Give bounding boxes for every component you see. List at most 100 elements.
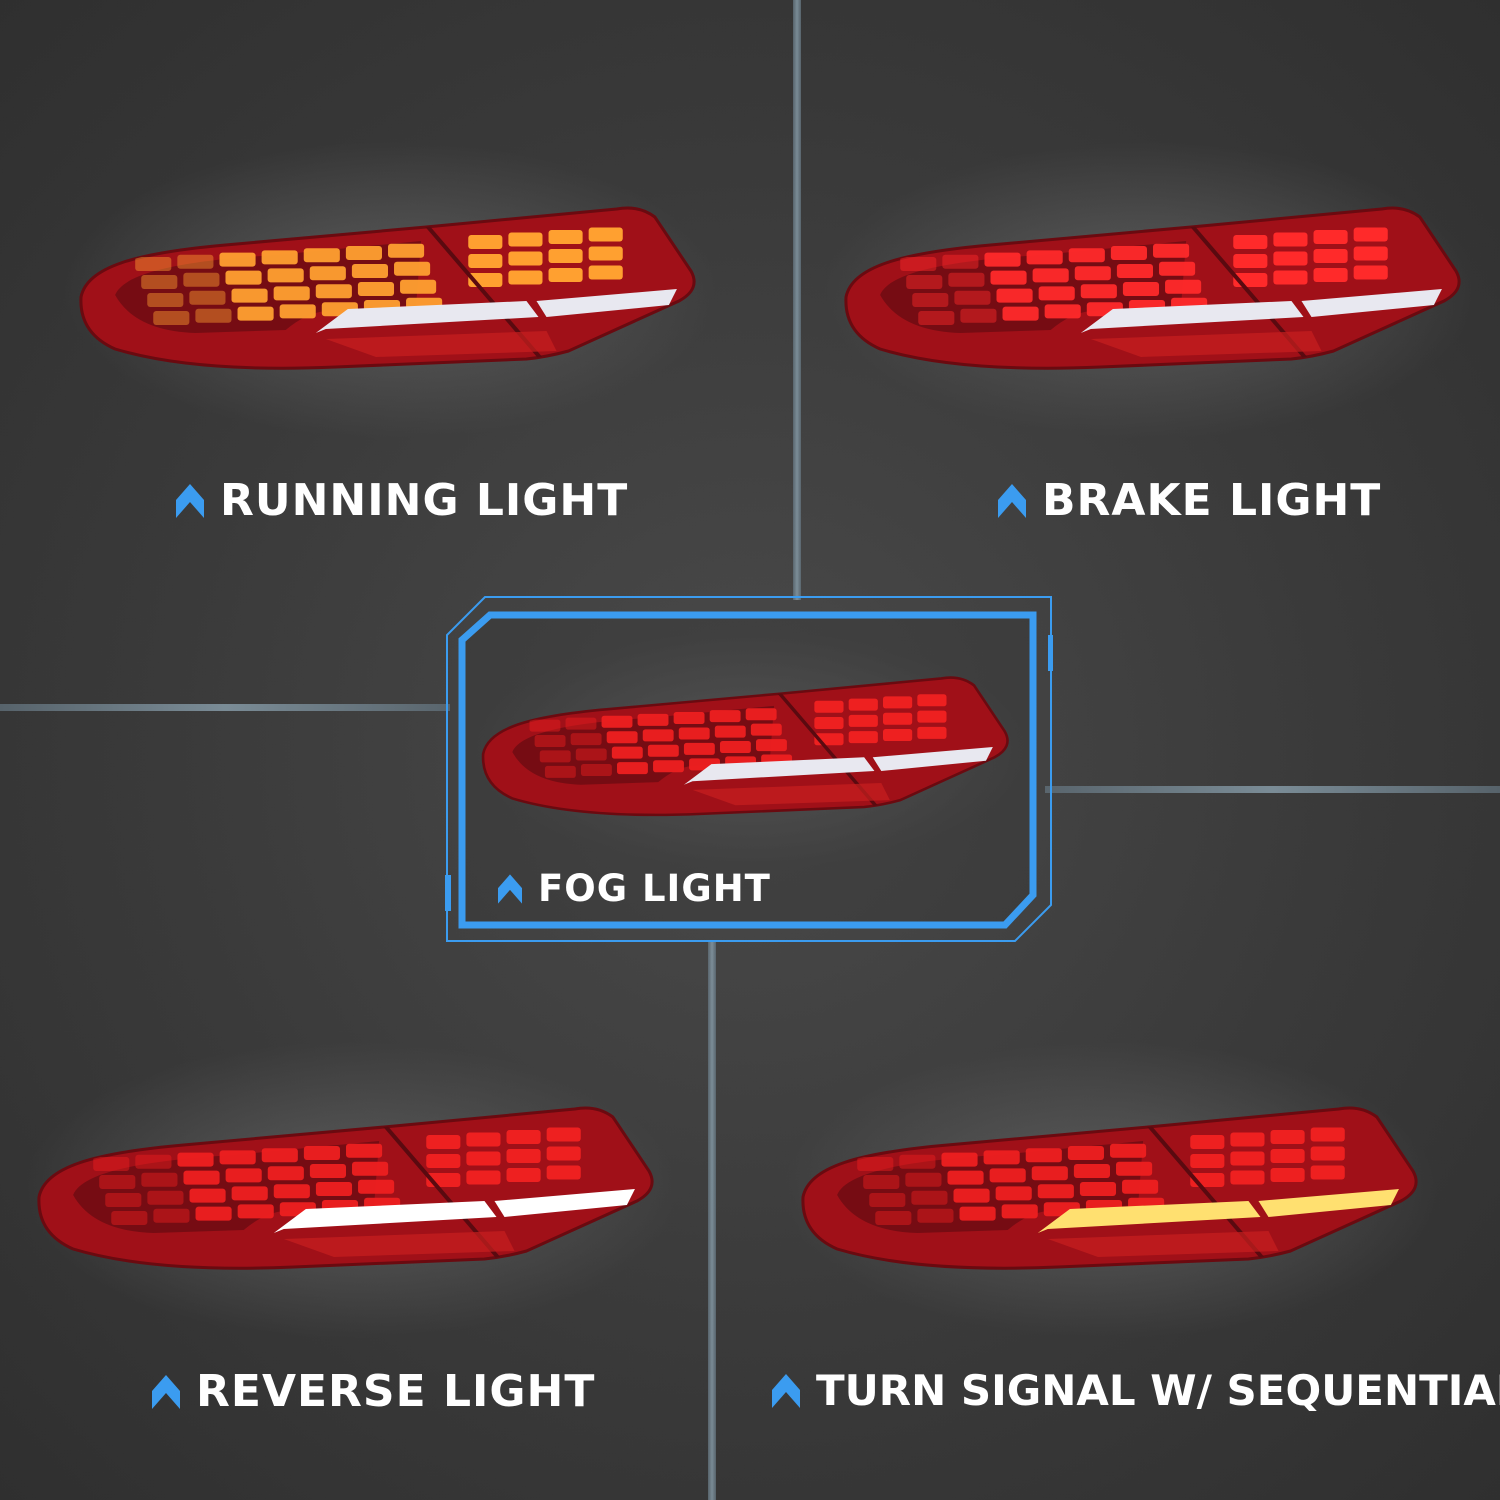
led-cell bbox=[1038, 286, 1075, 301]
led-cell bbox=[1233, 254, 1268, 268]
led-cell bbox=[1270, 1168, 1305, 1182]
led-cell bbox=[875, 1211, 912, 1225]
led-cell bbox=[900, 257, 937, 271]
led-cell bbox=[195, 308, 232, 323]
led-cell bbox=[346, 1143, 383, 1158]
led-cell bbox=[678, 727, 710, 740]
led-cell bbox=[1313, 230, 1348, 244]
led-cell bbox=[468, 235, 503, 249]
led-cell bbox=[750, 723, 782, 736]
led-cell bbox=[1313, 268, 1348, 282]
led-cell bbox=[883, 696, 913, 709]
led-cell bbox=[1230, 1151, 1265, 1166]
led-cell bbox=[135, 257, 172, 271]
label-text: RUNNING LIGHT bbox=[220, 475, 629, 526]
led-cell bbox=[673, 712, 705, 725]
led-cell bbox=[546, 1127, 581, 1142]
lamp-strip bbox=[273, 1201, 497, 1233]
led-cell bbox=[315, 1182, 353, 1196]
led-cell bbox=[911, 1190, 948, 1205]
led-cell bbox=[1032, 268, 1069, 283]
led-cell bbox=[426, 1135, 461, 1149]
divider-right-horizontal bbox=[1045, 786, 1500, 793]
led-cell bbox=[906, 275, 943, 289]
led-cell bbox=[1270, 1130, 1305, 1144]
led-cell bbox=[303, 248, 340, 263]
led-cell bbox=[426, 1154, 461, 1168]
led-cell bbox=[153, 311, 190, 325]
led-cell bbox=[960, 308, 997, 323]
led-cell bbox=[883, 729, 913, 741]
led-cell bbox=[954, 290, 991, 305]
led-cell bbox=[983, 1150, 1020, 1165]
led-cell bbox=[1273, 251, 1308, 266]
led-cell bbox=[1190, 1135, 1225, 1149]
led-cell bbox=[1110, 246, 1147, 260]
led-cell bbox=[996, 288, 1033, 303]
label-fog-light: FOG LIGHT bbox=[498, 867, 771, 910]
taillight-reverse bbox=[33, 1105, 655, 1273]
led-cell bbox=[1230, 1132, 1265, 1147]
led-cell bbox=[279, 304, 316, 319]
led-cell bbox=[225, 270, 262, 285]
led-cell bbox=[529, 719, 561, 732]
led-cell bbox=[601, 715, 633, 728]
led-cell bbox=[1353, 227, 1388, 242]
label-turn-signal: TURN SIGNAL W/ SEQUENTIAL bbox=[772, 1366, 1500, 1415]
led-cell bbox=[141, 275, 178, 289]
led-cell bbox=[99, 1175, 136, 1189]
lamp-strip bbox=[1037, 1201, 1261, 1233]
led-cell bbox=[1031, 1166, 1068, 1181]
led-cell bbox=[219, 252, 256, 267]
led-cell bbox=[756, 739, 787, 752]
led-cell bbox=[990, 270, 1027, 285]
label-running-light: RUNNING LIGHT bbox=[176, 475, 628, 526]
led-cell bbox=[544, 765, 576, 778]
led-cell bbox=[1067, 1146, 1104, 1160]
led-cell bbox=[548, 230, 583, 244]
led-cell bbox=[653, 760, 684, 773]
led-cell bbox=[273, 286, 310, 301]
led-cell bbox=[351, 264, 389, 278]
led-cell bbox=[1037, 1184, 1074, 1199]
led-cell bbox=[466, 1132, 501, 1147]
led-cell bbox=[912, 293, 949, 307]
led-cell bbox=[177, 254, 214, 269]
led-cell bbox=[177, 1152, 214, 1167]
led-cell bbox=[995, 1186, 1032, 1201]
led-cell bbox=[883, 712, 913, 725]
led-cell bbox=[984, 252, 1021, 267]
led-cell bbox=[1233, 235, 1268, 249]
lamp-strip bbox=[872, 747, 993, 771]
led-cell bbox=[814, 717, 844, 729]
led-cell bbox=[183, 272, 220, 287]
lamp-strip bbox=[1258, 1189, 1399, 1217]
led-cell bbox=[719, 741, 751, 753]
led-cell bbox=[195, 1206, 232, 1221]
led-cell bbox=[1073, 1164, 1111, 1178]
led-cell bbox=[848, 714, 878, 727]
chevron-up-icon bbox=[152, 1374, 180, 1409]
led-cell bbox=[394, 261, 431, 276]
led-cell bbox=[917, 710, 947, 723]
led-cell bbox=[219, 1150, 256, 1165]
led-cell bbox=[315, 284, 352, 299]
led-cell bbox=[1116, 1161, 1153, 1176]
led-cell bbox=[1068, 248, 1105, 263]
led-cell bbox=[508, 270, 543, 285]
divider-left-horizontal bbox=[0, 704, 450, 711]
led-cell bbox=[959, 1206, 996, 1221]
led-cell bbox=[714, 725, 746, 738]
taillight-fog bbox=[478, 675, 1010, 819]
led-cell bbox=[358, 1179, 395, 1194]
led-cell bbox=[580, 763, 612, 776]
led-cell bbox=[1273, 232, 1308, 247]
led-cell bbox=[1159, 261, 1196, 276]
label-text: FOG LIGHT bbox=[538, 867, 771, 910]
led-cell bbox=[1353, 246, 1388, 261]
led-cell bbox=[1044, 304, 1081, 319]
led-cell bbox=[539, 750, 571, 763]
lamp-strip bbox=[315, 301, 539, 333]
led-cell bbox=[989, 1168, 1026, 1183]
led-cell bbox=[237, 306, 274, 321]
